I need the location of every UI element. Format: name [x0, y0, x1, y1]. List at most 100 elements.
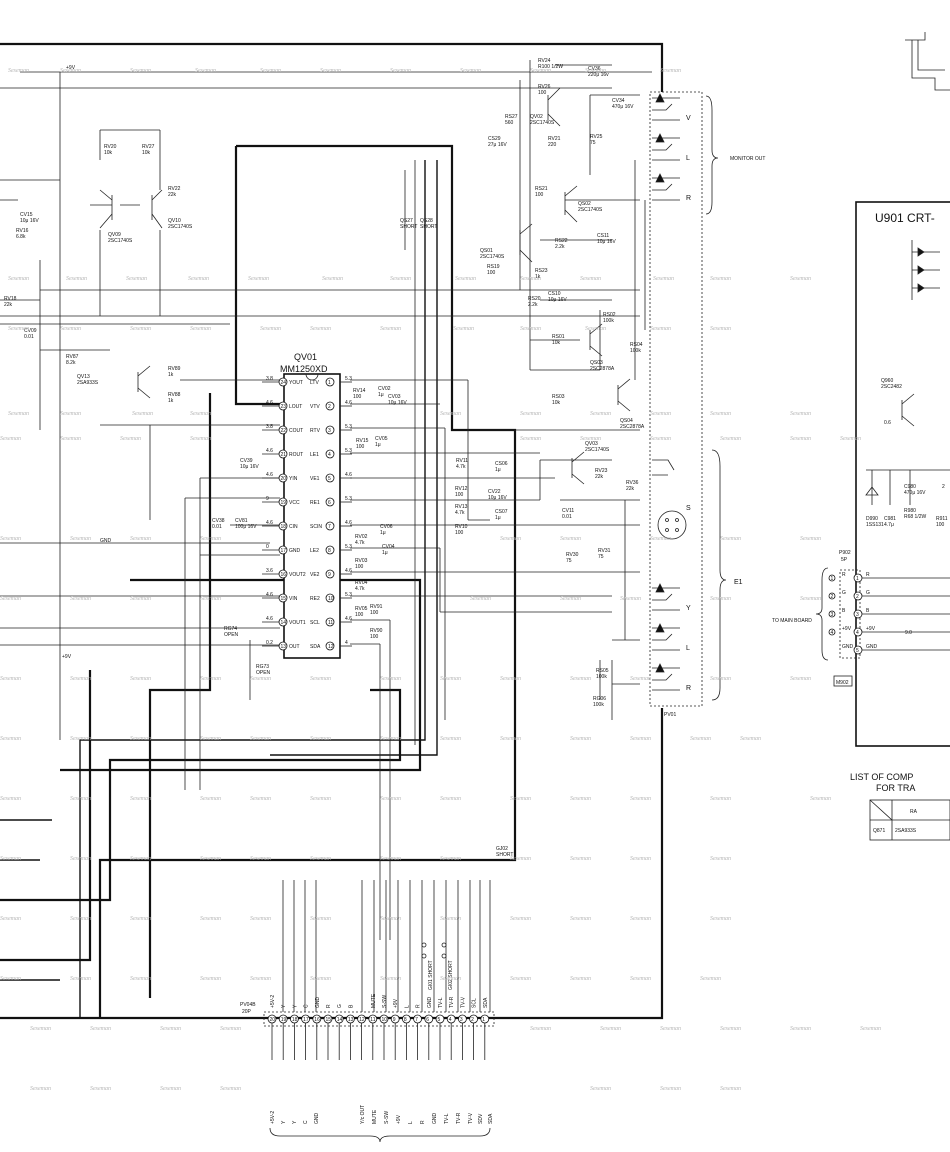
watermark-text: Seseman	[650, 326, 671, 332]
connector-bottom-label: Y	[292, 1120, 298, 1124]
component-ref: CS11	[597, 233, 609, 239]
transistor-qs03	[589, 323, 603, 357]
connector-pin-label: L	[404, 1005, 410, 1008]
ic-right-pins: 1LTV5.32VTV4.63RTV5.34LE15.35VE14.66RE15…	[310, 376, 352, 651]
component-value: 100	[487, 270, 496, 276]
watermark-text: Seseman	[130, 68, 151, 74]
ic-pin-voltage: 4.6	[345, 400, 352, 406]
watermark-text: Seseman	[453, 326, 474, 332]
watermark-text: Seseman	[440, 856, 461, 862]
crt-m-ref: M902	[836, 680, 849, 686]
crt-part-ref: D990	[866, 516, 878, 522]
jack-e1-l: L	[686, 645, 690, 652]
watermark-text: Seseman	[310, 976, 331, 982]
watermark-text: Seseman	[8, 411, 29, 417]
component-value: 75	[566, 558, 572, 564]
component-value: 100	[535, 192, 544, 198]
component-value: 10k	[552, 400, 561, 406]
watermark-text: Seseman	[126, 276, 147, 282]
watermark-text: Seseman	[70, 796, 91, 802]
watermark-text: Seseman	[8, 276, 29, 282]
ic-pin-voltage: 4.6	[266, 448, 273, 454]
connector-bottom-label: Y/c OUT	[360, 1105, 366, 1124]
connector-pin-label: SDA	[483, 997, 489, 1008]
crt-part-value: 4.7μ	[884, 522, 894, 528]
crt-pin-number: 5	[856, 648, 859, 654]
component-ref: RS04	[630, 342, 643, 348]
jack-monitor-r: R	[686, 195, 691, 202]
component-ref: RS20	[528, 296, 541, 302]
short-gi01-label: GI01 SHORT	[428, 960, 434, 990]
watermark-text: Seseman	[70, 916, 91, 922]
ic-pin-name: YIN	[289, 476, 298, 482]
component-ref: CV11	[562, 508, 574, 514]
component-ref: RV03	[355, 558, 368, 564]
component-ref: CS07	[495, 509, 508, 515]
component-ref: RV05	[355, 606, 368, 612]
connector-pin-number: 9	[393, 1017, 396, 1023]
connector-pin-label: +9V	[393, 998, 399, 1008]
watermark-text: Seseman	[790, 276, 811, 282]
watermark-text: Seseman	[70, 596, 91, 602]
crt-pin-label: G	[866, 590, 870, 596]
connector-pin-number: 17	[303, 1017, 309, 1023]
component-ref: RV12	[455, 486, 468, 492]
watermark-text: Seseman	[30, 1086, 51, 1092]
ic-pin-name: COUT	[289, 428, 303, 434]
component-ref: GJ02	[496, 846, 508, 852]
component-ref: RV25	[590, 134, 603, 140]
component-ref: CV15	[20, 212, 33, 218]
crt-left-pin-number: 3	[831, 612, 834, 618]
watermark-text: Seseman	[200, 796, 221, 802]
transistor-qv13	[137, 365, 151, 399]
watermark-text: Seseman	[130, 326, 151, 332]
watermark-text: Seseman	[120, 436, 141, 442]
ic-pin-number: 5	[328, 476, 331, 482]
watermark-text: Seseman	[510, 916, 531, 922]
watermark-text: Seseman	[580, 276, 601, 282]
watermark-text: Seseman	[653, 276, 674, 282]
watermark-text: Seseman	[660, 1026, 681, 1032]
short-gi02: GI02 SHORT	[441, 942, 454, 990]
component-value: 10μ 16V	[488, 495, 507, 501]
component-value: 1μ	[382, 550, 388, 556]
component-value: 100	[355, 612, 364, 618]
watermark-text: Seseman	[790, 436, 811, 442]
crt-pin-number: 4	[856, 630, 859, 636]
watermark-text: Seseman	[500, 536, 521, 542]
watermark-text: Seseman	[0, 676, 21, 682]
watermark-text: Seseman	[570, 916, 591, 922]
connector-pin-number: 7	[415, 1017, 418, 1023]
component-ref: RG74	[224, 626, 237, 632]
watermark-text: Seseman	[560, 596, 581, 602]
watermark-text: Seseman	[200, 536, 221, 542]
ic-pin-voltage: 0.2	[266, 640, 273, 646]
watermark-text: Seseman	[710, 411, 731, 417]
component-value: 1k	[168, 372, 174, 378]
component-value: OPEN	[224, 632, 239, 638]
component-ref: CV04	[382, 544, 395, 550]
component-ref: QS04	[620, 418, 633, 424]
connector-bottom-label: GND	[432, 1113, 438, 1125]
crt-pin-label: B	[866, 608, 870, 614]
component-ref: CV81	[235, 518, 248, 524]
component-value: 75	[598, 554, 604, 560]
ic-pin-voltage: 5.3	[345, 496, 352, 502]
connector-pin-number: 13	[348, 1017, 354, 1023]
component-ref: CV06	[380, 524, 393, 530]
component-ref: CS29	[488, 136, 501, 142]
transistor-qs02	[564, 185, 578, 223]
component-value: 0.01	[562, 514, 572, 520]
watermark-text: Seseman	[630, 736, 651, 742]
watermark-text: Seseman	[220, 1086, 241, 1092]
crt-left-pin-number: 1	[831, 576, 834, 582]
component-value: 1μ	[378, 392, 384, 398]
transistor-qs04	[617, 378, 631, 412]
watermark-text: Seseman	[260, 68, 281, 74]
watermark-text: Seseman	[380, 796, 401, 802]
component-value: 100k	[596, 674, 607, 680]
jack-block-ref: PV01	[664, 712, 676, 718]
watermark-text: Seseman	[250, 976, 271, 982]
